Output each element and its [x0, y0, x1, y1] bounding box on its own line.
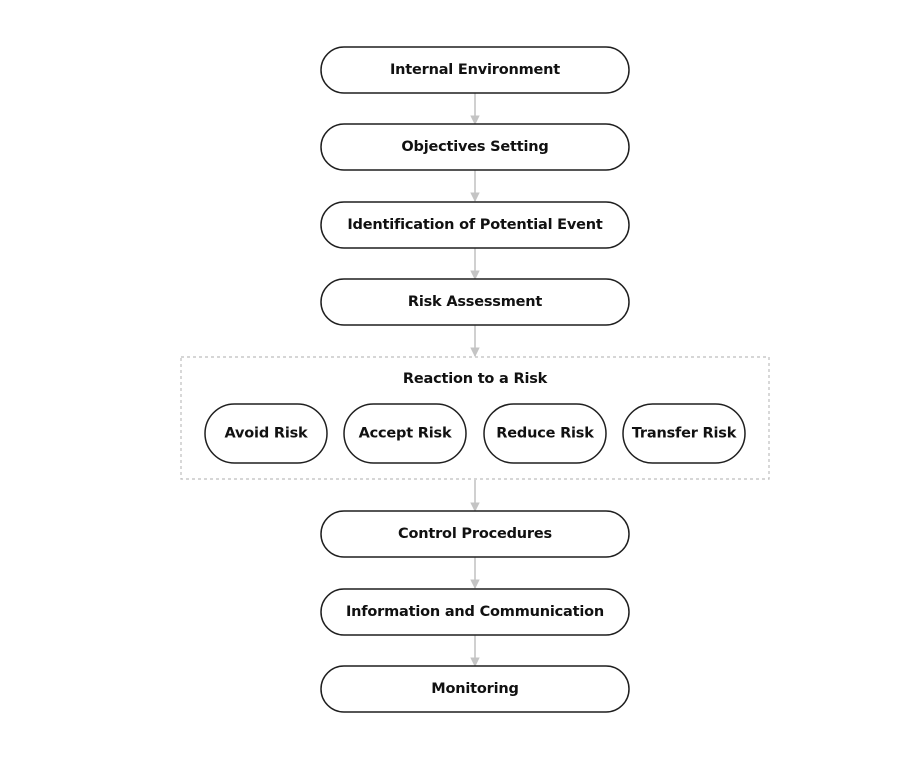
- flow-step-label: Information and Communication: [346, 604, 604, 620]
- flow-step-identification: Identification of Potential Event: [320, 201, 630, 249]
- flow-step-label: Risk Assessment: [408, 294, 543, 310]
- flow-step-information-communication: Information and Communication: [320, 588, 630, 636]
- reaction-group-title: Reaction to a Risk: [403, 371, 548, 387]
- flow-step-internal-environment: Internal Environment: [320, 46, 630, 94]
- flow-step-objectives-setting: Objectives Setting: [320, 123, 630, 171]
- reaction-group: Reaction to a Risk Avoid Risk Accept Ris…: [180, 356, 770, 480]
- flow-step-label: Control Procedures: [398, 526, 552, 542]
- flow-step-label: Objectives Setting: [401, 139, 548, 155]
- flow-step-label: Internal Environment: [390, 62, 560, 78]
- reaction-option-label: Accept Risk: [359, 426, 452, 442]
- reaction-group-border: [180, 356, 770, 480]
- reaction-option-reduce-risk: Reduce Risk: [483, 403, 607, 464]
- flow-step-control-procedures: Control Procedures: [320, 510, 630, 558]
- reaction-option-label: Avoid Risk: [225, 426, 308, 442]
- reaction-option-label: Transfer Risk: [632, 426, 737, 442]
- flow-step-monitoring: Monitoring: [320, 665, 630, 713]
- reaction-option-avoid-risk: Avoid Risk: [204, 403, 328, 464]
- flow-step-label: Identification of Potential Event: [347, 217, 603, 233]
- flow-step-label: Monitoring: [431, 681, 518, 697]
- flow-step-risk-assessment: Risk Assessment: [320, 278, 630, 326]
- reaction-option-accept-risk: Accept Risk: [343, 403, 467, 464]
- reaction-option-transfer-risk: Transfer Risk: [622, 403, 746, 464]
- reaction-option-label: Reduce Risk: [496, 426, 594, 442]
